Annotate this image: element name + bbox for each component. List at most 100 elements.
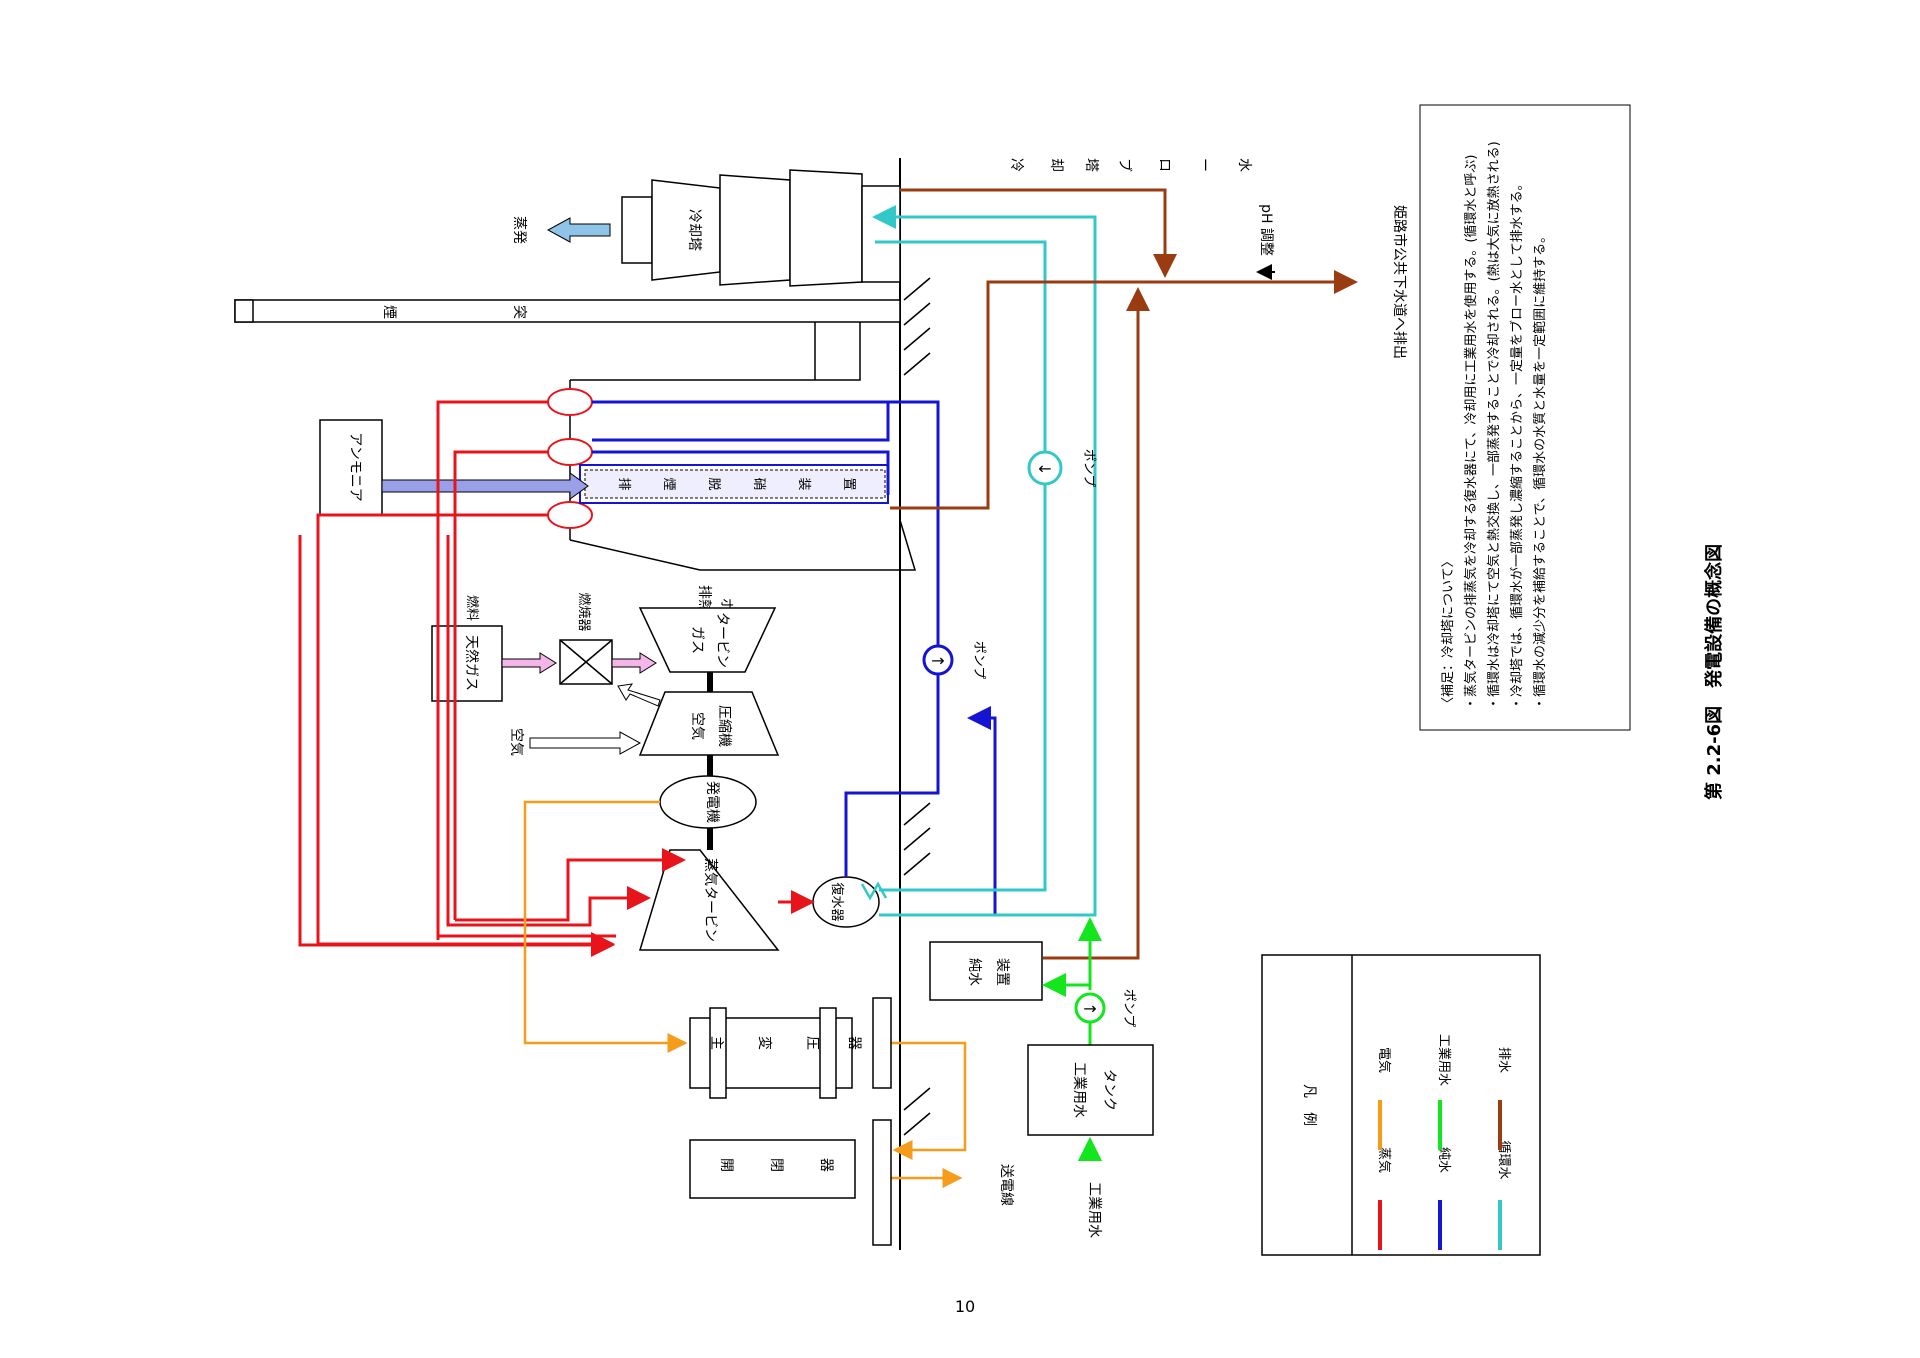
denox-6: 置 [841,477,856,490]
hrsg-casing-bottom [700,519,917,571]
figure-caption: 第 2.2-6図 発電設備の概念図 [1703,544,1725,800]
cooling-tower-label: 冷却塔 [686,209,702,251]
ammonia-box [319,419,383,516]
gas-turbine [638,607,777,673]
steam-turbine [638,849,780,951]
denox-5: 装 [796,477,811,490]
stack [234,299,901,323]
natural-gas-label: 天然ガス [463,635,480,691]
pure-water-device [929,941,1043,1001]
svg-text:主: 主 [708,1036,724,1050]
svg-text:水: 水 [1236,158,1252,172]
svg-text:ロ: ロ [1156,158,1172,172]
air-arrow [529,731,642,755]
svg-text:圧: 圧 [804,1036,820,1050]
svg-text:塔: 塔 [1083,158,1099,172]
main-transformer [689,997,892,1099]
condenser-label: 復水器 [829,882,845,921]
svg-text:変: 変 [756,1036,773,1050]
note-title: 〈補足：冷却塔について〉 [1441,554,1456,710]
svg-text:器: 器 [818,1158,834,1172]
denox-device [584,469,886,499]
pure-water-pump-label: ポンプ [971,641,986,680]
svg-text:器: 器 [846,1036,862,1050]
ammonia-arrow [381,472,589,500]
pure-water-device-label-1: 純水 [966,958,982,986]
pure-water-lines [844,400,997,915]
denox-4: 硝 [751,477,766,490]
denox-3: 脱 [706,477,721,490]
legend-label: 蒸気 [1376,1147,1392,1173]
denox-2: 煙 [661,477,676,490]
legend-title: 凡 例 [1301,1084,1317,1126]
combustor-label: 燃焼器 [576,592,592,631]
industrial-water-tank [1027,1044,1154,1136]
gas-turbine-label-2: タービン [714,612,730,668]
industrial-water-in-label: 工業用水 [1086,1182,1102,1238]
pure-water-pump [922,644,954,676]
electricity-lines [523,800,967,1188]
steam-drums [547,388,593,529]
note-box [1419,104,1631,731]
combustor-arrow [611,652,657,674]
generator-label: 発電機 [704,781,720,823]
legend-label: 排水 [1496,1047,1511,1073]
legend [1261,954,1541,1256]
svg-text:開: 開 [718,1158,734,1172]
industrial-water-tank-label-2: タンク [1101,1069,1117,1111]
svg-text:ー: ー [1196,158,1212,172]
ground-hatching [903,277,931,1136]
industrial-water-tank-label-1: 工業用水 [1071,1062,1087,1118]
fuel-arrow [501,652,557,674]
svg-text:→: → [1083,999,1096,1018]
note-line-2: ・循環水は冷却塔にて空気と熱交換し、一部蒸発することで冷却される。(熱は大気に放… [1486,141,1502,710]
discharge-label: 姫路市公共下水道へ排出 [1391,205,1408,359]
circulating-water-lines [872,205,1097,917]
svg-text:←: ← [1038,459,1051,478]
legend-label: 工業用水 [1436,1034,1452,1086]
switchgear [689,1139,856,1199]
industrial-water-pump [1074,992,1106,1024]
ammonia-label: アンモニア [347,432,363,501]
air-label: 空気 [508,728,524,756]
circulation-pump-label: ポンプ [1081,449,1096,488]
stack-label-1: 煙 [381,305,397,319]
compressor-label-1: 空気 [689,712,705,740]
blowdown-label: 冷 却 塔 ブ ロ ー 水 [1008,158,1252,172]
compressor-label-2: 圧縮機 [716,705,732,747]
legend-label: 電気 [1376,1047,1392,1073]
industrial-water-pump-label: ポンプ [1121,989,1136,1028]
transmission-line-label: 送電線 [998,1164,1014,1206]
cooling-tower [621,169,901,287]
circulation-pump [1027,450,1063,486]
evaporation-arrow [546,217,611,243]
legend-items: 蒸気 純水 循環水 電気 工業用水 排水 [1376,1034,1511,1250]
compressor [638,691,780,756]
stack-label-2: 突 [511,305,527,319]
steam-turbine-label: 蒸気タービン [702,858,718,942]
evaporation-label: 蒸発 [511,216,527,244]
note-line-4: ・循環水の減少分を補給することで、循環水の水質と水量を一定範囲に維持する。 [1532,230,1548,710]
gas-turbine-label-1: ガス [689,626,705,654]
steam-lines [298,400,815,957]
drain-lines [890,188,1358,960]
page-number: 10 [955,1297,975,1316]
fuel-label: 燃料 [464,595,480,621]
note-line-1: ・蒸気タービンの排蒸気を冷却する復水器にて、冷却用に工業用水を使用する。(循環水… [1463,155,1479,711]
note-line-3: ・冷却塔では、循環水が一部蒸発し濃縮することから、一定量をブロー水として排水する… [1509,177,1525,710]
denox-1: 排 [616,477,631,490]
svg-text:却: 却 [1048,158,1064,172]
ph-label: pH 調整 [1258,204,1274,256]
stack-top [234,299,254,323]
svg-text:冷: 冷 [1008,158,1024,172]
svg-text:ブ: ブ [1116,158,1133,172]
pure-water-device-label-2: 装置 [994,958,1010,986]
condenser [812,876,880,928]
legend-label: 循環水 [1496,1140,1511,1179]
legend-label: 純水 [1436,1147,1451,1173]
hrsg-casing-top [570,322,861,381]
svg-text:→: → [931,651,944,670]
svg-text:閉: 閉 [768,1158,784,1172]
compressor-to-combustor-arrow [617,683,661,707]
